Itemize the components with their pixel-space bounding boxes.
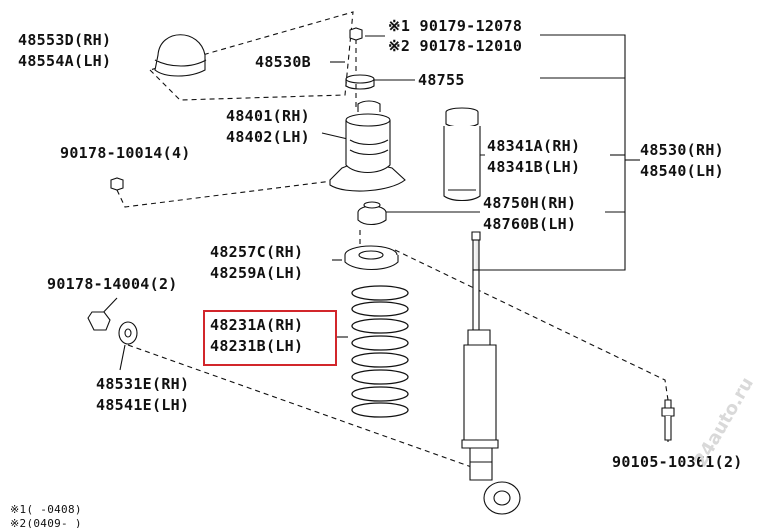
assembly-dash-lines	[116, 11, 669, 471]
label-bushing: 48755	[418, 71, 465, 89]
mount-cap-part	[154, 34, 207, 77]
bump-stopper-part	[443, 107, 481, 202]
coil-spring-highlight	[203, 310, 337, 366]
label-nut-upper: 90178-10014(4)	[60, 144, 191, 162]
coil-spring-part	[351, 285, 409, 418]
label-spring-seat: 48257C(RH)48259A(LH)	[210, 243, 304, 282]
footnote-2: ※2(0409- )	[10, 517, 82, 528]
label-lower-bolt: 90105-10361(2)	[612, 453, 743, 471]
label-absorber-assy: 48530(RH)48540(LH)	[640, 141, 724, 180]
upper-support-part	[329, 100, 406, 192]
label-nut-lower: 90178-14004(2)	[47, 275, 178, 293]
label-lower-bushing: 48531E(RH)48541E(LH)	[96, 375, 190, 414]
label-lower-seat: 48750H(RH)48760B(LH)	[483, 194, 577, 233]
shock-absorber-part	[461, 231, 521, 515]
label-nut-1: ※1 90179-12078	[388, 17, 523, 35]
label-mount-cap: 48553D(RH)48554A(LH)	[18, 31, 112, 70]
leader-lines	[97, 34, 669, 442]
label-coil-spring: 48231A(RH)48231B(LH)	[210, 316, 304, 355]
spring-seat-part	[344, 245, 399, 271]
label-upper-support: 48401(RH)48402(LH)	[226, 107, 310, 146]
footnote-1: ※1( -0408)	[10, 503, 82, 516]
label-bump-stopper: 48341A(RH)48341B(LH)	[487, 137, 581, 176]
label-dust-cap: 48530B	[255, 53, 311, 71]
label-nut-2: ※2 90178-12010	[388, 37, 523, 55]
